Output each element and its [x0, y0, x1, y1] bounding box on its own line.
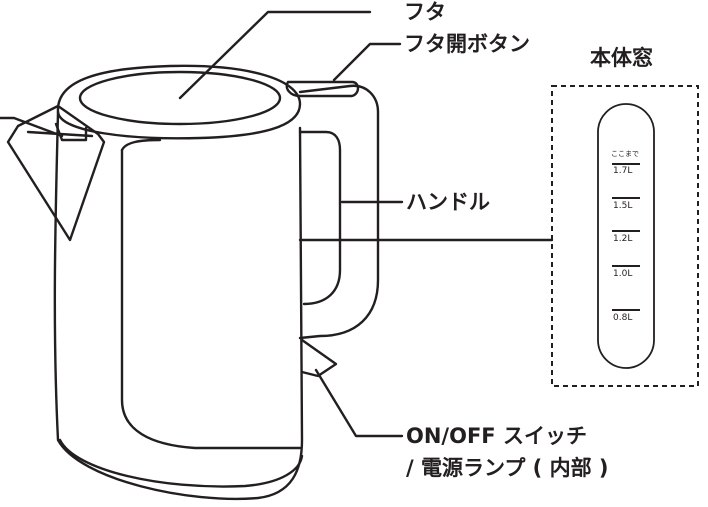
handle-inner [298, 130, 342, 306]
spout-window [54, 122, 88, 142]
kettle-collar [56, 64, 302, 140]
kettle-base-ring [58, 438, 304, 488]
label-body-window: 本体窓 [590, 46, 653, 70]
gauge-mark-1-5: 1.5L [613, 201, 633, 211]
gauge-mark-1-0: 1.0L [613, 269, 633, 279]
gauge-mark-1-2: 1.2L [613, 234, 633, 244]
front-panel-top [120, 138, 162, 152]
label-lid-button: フタ開ボタン [404, 32, 530, 56]
leader-lid [178, 10, 372, 100]
gauge-capsule [597, 103, 655, 369]
leader-lid-button [332, 42, 402, 82]
label-switch-line1: ON/OFF スイッチ [406, 424, 587, 448]
gauge-mark-0-8: 0.8L [613, 313, 633, 323]
lid-button-shape [285, 80, 360, 98]
label-lid: フタ [404, 0, 446, 24]
gauge-note-top: ここまで [611, 150, 639, 158]
window-box [551, 85, 699, 387]
label-handle: ハンドル [406, 190, 490, 214]
spout [6, 104, 106, 242]
leader-switch [314, 368, 404, 438]
kettle-body [53, 110, 304, 501]
switch-shape [300, 338, 338, 378]
front-panel [120, 148, 302, 450]
label-switch-line2: / 電源ランプ ( 内部 ) [406, 456, 609, 480]
leader-left [0, 116, 64, 138]
lid-shape [78, 70, 282, 126]
gauge-mark-1-7: 1.7L [613, 166, 633, 176]
handle-outer [298, 84, 380, 340]
